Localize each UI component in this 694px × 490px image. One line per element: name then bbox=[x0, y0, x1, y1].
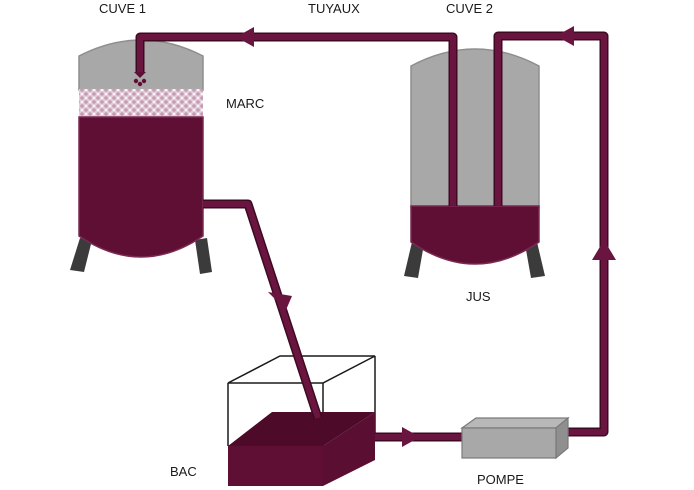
label-jus: JUS bbox=[466, 289, 491, 304]
pomace-cap bbox=[79, 89, 203, 117]
arrow-left-icon bbox=[236, 27, 254, 47]
vat-liquid-front bbox=[228, 446, 323, 486]
pipes bbox=[135, 31, 609, 442]
label-marc: MARC bbox=[226, 96, 264, 111]
pump-top bbox=[460, 417, 570, 429]
arrow-left-icon bbox=[556, 26, 574, 46]
tank-1-leg-left bbox=[70, 238, 92, 272]
tank-2-leg-left bbox=[404, 242, 424, 278]
vat bbox=[227, 355, 376, 486]
flow-arrows bbox=[236, 26, 616, 447]
pump bbox=[460, 416, 570, 460]
vat-liquid-surface bbox=[228, 412, 375, 446]
tank-2-leg-right bbox=[525, 242, 545, 278]
tank-1-wine bbox=[78, 116, 204, 258]
pump-front bbox=[461, 427, 557, 459]
tank-2-juice bbox=[410, 205, 540, 265]
arrow-up-icon bbox=[592, 240, 616, 260]
label-pompe: POMPE bbox=[477, 472, 524, 487]
arrow-right-icon bbox=[402, 427, 420, 447]
label-tuyaux: TUYAUX bbox=[308, 1, 360, 16]
label-bac: BAC bbox=[170, 464, 197, 479]
arrow-down-icon bbox=[268, 292, 292, 310]
sprinkler-icon bbox=[133, 72, 147, 87]
tank-1-leg-right bbox=[195, 238, 212, 274]
tank-1 bbox=[70, 39, 212, 274]
label-cuve-2: CUVE 2 bbox=[446, 1, 493, 16]
tank-2-headspace bbox=[410, 48, 540, 209]
vat-liquid-side bbox=[323, 412, 375, 486]
tank-2 bbox=[404, 48, 545, 278]
label-cuve-1: CUVE 1 bbox=[99, 1, 146, 16]
